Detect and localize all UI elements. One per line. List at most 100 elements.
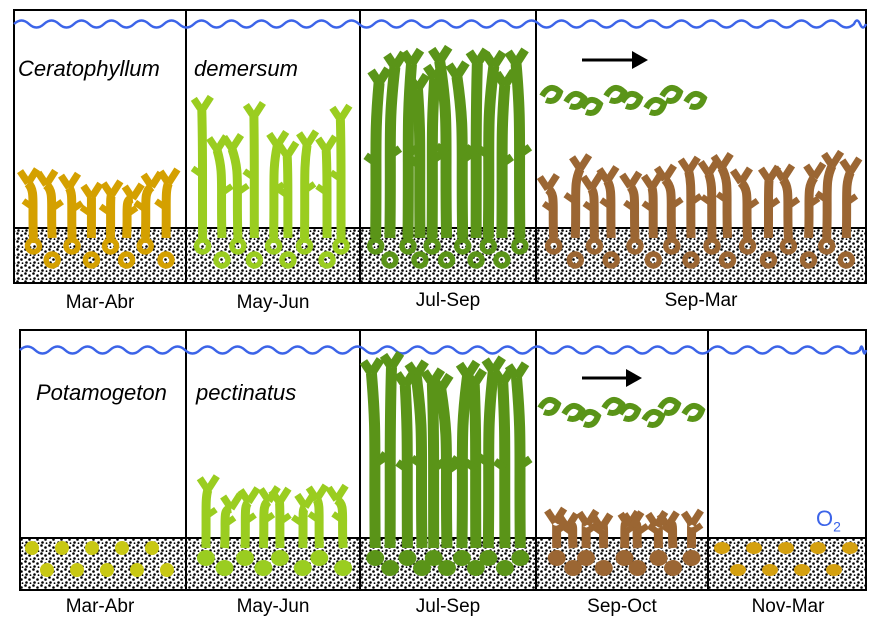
top-may-jun-plant-7-leaf [302,181,317,194]
top-sep-mar-plant-8-branch-right [685,155,701,174]
top-sep-mar-plant-2-leaf [563,192,578,205]
top-jul-sep-plant-1-stem [370,82,385,239]
top-sep-mar-plant-13-stem [779,176,793,239]
bottom-mar-abr-tuber-4 [70,563,84,577]
top-sep-mar-plant-9-stem [704,172,717,239]
top-drift-arrow-head [632,51,648,69]
top-sep-mar-plant-16-leaf [844,193,859,206]
top-sep-mar-root-9 [703,237,721,255]
bottom-may-jun-plant-3 [237,486,261,549]
bottom-sep-oct-plant-2 [556,511,580,549]
top-jul-sep-plant-10-stem [496,84,511,239]
top-sep-mar-plant-15 [814,149,845,239]
bottom-floating-mat-frag-2 [561,402,586,422]
bottom-jul-sep-plant-9-branch-right [489,355,506,375]
bottom-sep-oct-root-6 [628,560,647,576]
top-may-jun-plant-4-leaf [242,168,257,181]
bottom-sep-oct-plant-8 [656,510,680,549]
bottom-jul-sep-plant-2 [377,350,405,549]
top-floating-mat-frag-5 [619,90,644,110]
bottom-jul-sep-plant-1-stem [365,373,381,549]
bottom-sep-oct-root-9 [682,550,701,566]
top-sep-mar-plant-9-leaf [700,194,714,207]
top-jul-sep-plant-4-branch-right [413,72,431,92]
top-may-jun-plant-5-branch-right [274,129,290,148]
top-sep-mar-root-7 [663,237,681,255]
top-may-jun-plant-6-stem [282,156,293,239]
top-mar-abr-root-8 [157,251,175,269]
bottom-may-jun-plant-5-branch-right [276,486,292,505]
bottom-may-jun-plant-2-leaf [222,515,237,528]
top-sep-mar-plant-4 [596,165,620,239]
top-sep-mar-plant-7-branch-right [661,163,677,182]
bottom-sep-oct-root-3 [577,550,596,566]
bottom-jul-sep-root-6 [437,560,456,576]
top-may-jun-root-2 [213,251,231,269]
top-sep-mar-plant-14-stem [804,174,819,239]
top-sep-mar-plant-10 [710,152,734,239]
bottom-mar-abr-tuber-9 [145,541,159,555]
bottom-panel-5 [707,329,867,591]
top-mar-abr-plant-4-leaf [79,204,94,218]
top-jul-sep-plant-5-leaf [429,150,445,164]
top-may-jun-plant-5-leaf [271,181,286,194]
top-mar-abr-plant-2-leaf [50,199,64,212]
top-may-jun-plant-6-branch-right [284,140,300,159]
top-may-jun-plant-7 [296,129,320,239]
period-label-top-3: Jul-Sep [415,290,481,311]
top-sep-mar-plant-12-stem [763,180,774,239]
bottom-jul-sep-plant-4 [404,359,429,549]
bottom-mar-abr-tuber-2 [40,563,54,577]
bottom-jul-sep-root-9 [479,550,498,566]
bottom-jul-sep-plant-2-branch-right [387,350,405,370]
period-label-top-2: May-Jun [236,292,310,313]
bottom-jul-sep-plant-6-stem [435,388,453,549]
top-mar-abr-root-3 [63,237,81,255]
bottom-nov-mar-tuber-3 [746,542,762,554]
top-may-jun-plant-7-stem [300,144,312,239]
bottom-jul-sep-plant-11 [504,361,533,549]
bottom-jul-sep-plant-6 [429,372,460,549]
bottom-floating-mat [537,396,706,428]
period-label-top-1: Mar-Abr [65,292,135,313]
bottom-sep-oct-root-1 [547,550,566,566]
top-jul-sep-plant-7-stem [451,75,469,239]
top-sep-mar-plant-15-stem [822,163,837,239]
top-floating-mat-frag-7 [659,84,684,104]
top-may-jun-plant-5 [266,129,290,239]
bottom-may-jun-plant-3-leaf [243,512,257,525]
species-genus-top: Ceratophyllum [18,56,160,81]
top-sep-mar-plant-1-branch-right [544,173,560,192]
bottom-jul-sep-plant-8-stem [468,384,482,549]
top-jul-sep-plant-8-leaf [463,144,479,158]
top-sep-mar-root-10 [718,251,737,269]
bottom-may-jun-plant-2 [220,492,244,549]
top-sep-mar-plant-5 [619,170,643,239]
top-jul-sep-plant-11 [504,47,533,239]
bottom-jul-sep-plant-8 [462,368,487,549]
top-mar-abr-plant-1-leaf [21,198,36,211]
top-jul-sep-plant-4-stem [412,88,426,239]
top-sep-mar-plant-3-leaf [582,200,597,213]
top-sediment-1 [14,228,186,283]
top-sep-mar-plant-11 [729,166,760,239]
bottom-nov-mar-tuber-8 [826,564,842,576]
top-sep-mar-plant-13 [772,163,801,239]
top-jul-sep-root-11 [511,237,529,255]
bottom-mar-abr-tuber-7 [115,541,129,555]
top-sep-mar-plant-2-stem [570,167,585,239]
top-sep-mar-plant-16 [839,156,863,239]
bottom-may-jun-plant-1 [196,474,220,549]
bottom-jul-sep-root-4 [413,560,432,576]
top-may-jun-root-5 [264,237,283,255]
top-sep-mar-plant-15-leaf [814,190,829,203]
top-jul-sep-plant-1 [363,66,392,239]
species-epithet-top: demersum [194,56,298,81]
oxygen-subscript: 2 [833,518,841,535]
oxygen-symbol: O [816,506,834,531]
bottom-jul-sep-root-5 [424,550,443,566]
top-sep-mar-plant-14-branch-right [811,161,827,180]
bottom-jul-sep-plant-3 [393,369,418,549]
period-label-bottom-3: Jul-Sep [415,596,481,617]
